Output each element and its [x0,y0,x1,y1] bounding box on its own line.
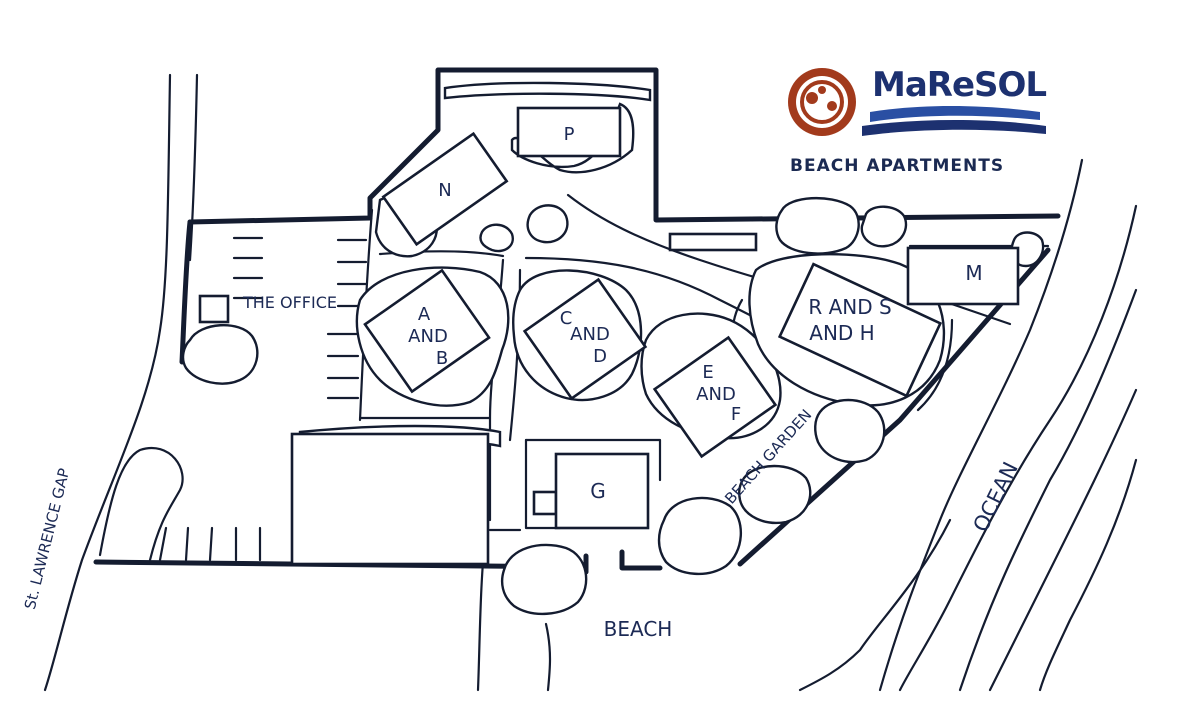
building-p-label: P [564,124,575,145]
building-ef-line2: AND [696,384,736,405]
parking-area [98,236,368,562]
brand-subtitle: BEACH APARTMENTS [790,156,1004,176]
ocean-waves [798,158,1138,692]
building-g[interactable]: G [554,452,650,530]
building-ab-line3: B [436,348,448,369]
building-e-and-f[interactable]: E AND F [652,335,778,459]
building-g-label: G [590,479,606,503]
building-n-label: N [438,180,451,201]
building-n[interactable]: N [381,131,509,247]
ocean-label: OCEAN [969,458,1023,536]
building-ab-line1: A [418,304,431,325]
st-lawrence-gap-road [43,73,199,692]
brand-name: MaReSOL [872,65,1046,105]
maresol-logo: MaReSOL BEACH APARTMENTS [788,65,1047,176]
building-m-label: M [965,261,982,285]
structures [198,232,1020,566]
office-label: THE OFFICE [242,293,337,312]
road-label: St. LAWRENCE GAP [21,466,73,611]
building-m[interactable]: M [965,261,982,285]
building-c-and-d[interactable]: C AND D [522,277,648,401]
building-ef-line3: F [731,404,741,425]
sun-gear-emblem-icon [788,68,856,136]
building-r-and-s-and-h[interactable]: R AND S AND H [777,262,943,398]
building-rsh-line2: AND H [809,321,874,345]
building-cd-line3: D [593,346,607,367]
ocean-waves-icon [862,106,1046,136]
building-p[interactable]: P [516,106,622,158]
building-ef-line1: E [702,362,713,383]
building-a-and-b[interactable]: A AND B [363,268,491,394]
building-ab-line2: AND [408,326,448,347]
beach-label: BEACH [604,617,673,641]
building-cd-line1: C [560,308,573,329]
building-rsh-line1: R AND S [808,295,891,319]
building-cd-line2: AND [570,324,610,345]
